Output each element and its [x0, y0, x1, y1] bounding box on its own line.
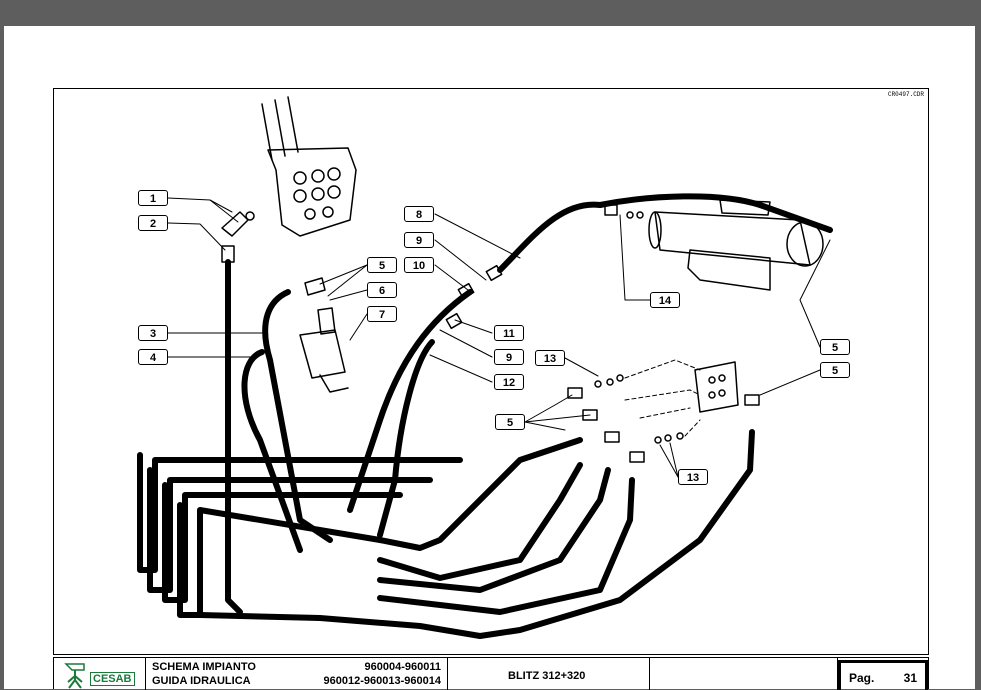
- distribution-valve: [299, 307, 349, 393]
- dashed-lines: [624, 359, 701, 437]
- codes-line-1: 960004-960011: [364, 661, 441, 673]
- codes-line-2: 960012-960013-960014: [323, 675, 441, 687]
- callout-12: 12: [494, 374, 524, 390]
- callout-5-divider: 5: [820, 362, 850, 378]
- callout-14: 14: [650, 292, 680, 308]
- flow-divider: [694, 361, 739, 413]
- drawing-frame: CR0497.CDR: [53, 88, 929, 655]
- callout-11: 11: [494, 325, 524, 341]
- callout-9-lower: 9: [494, 349, 524, 365]
- callout-5-fittings: 5: [495, 414, 525, 430]
- model-cell: BLITZ 312+320: [448, 658, 650, 690]
- title-line-1: SCHEMA IMPIANTO: [152, 661, 256, 673]
- leader-lines: [167, 197, 831, 478]
- title-block: CESAB SCHEMA IMPIANTO GUIDA IDRAULICA 96…: [53, 657, 929, 690]
- model-name: BLITZ 312+320: [508, 670, 586, 682]
- callout-2: 2: [138, 215, 168, 231]
- page-box: Pag. 31: [838, 660, 928, 690]
- logo-text: CESAB: [90, 672, 135, 686]
- control-valve: [261, 96, 357, 237]
- callout-13-lower: 13: [678, 469, 708, 485]
- description-cell: SCHEMA IMPIANTO GUIDA IDRAULICA 960004-9…: [146, 658, 448, 690]
- callout-7: 7: [367, 306, 397, 322]
- callout-3: 3: [138, 325, 168, 341]
- title-line-2: GUIDA IDRAULICA: [152, 675, 251, 687]
- page-label: Pag.: [849, 671, 875, 685]
- callout-13: 13: [535, 350, 565, 366]
- callout-9: 9: [404, 232, 434, 248]
- callout-8: 8: [404, 206, 434, 222]
- hoses: [137, 193, 833, 639]
- page-number: 31: [903, 671, 917, 685]
- drawing-code: CR0497.CDR: [887, 91, 924, 98]
- callout-4: 4: [138, 349, 168, 365]
- steering-cylinder: [648, 199, 824, 291]
- callout-5: 5: [367, 257, 397, 273]
- blank-cell: [650, 658, 838, 690]
- callout-6: 6: [367, 282, 397, 298]
- callout-10: 10: [404, 257, 434, 273]
- callout-5-cylinder: 5: [820, 339, 850, 355]
- cesab-logo-icon: [64, 663, 85, 689]
- callout-1: 1: [138, 190, 168, 206]
- logo-cell: CESAB: [54, 658, 146, 690]
- fittings: [221, 204, 760, 463]
